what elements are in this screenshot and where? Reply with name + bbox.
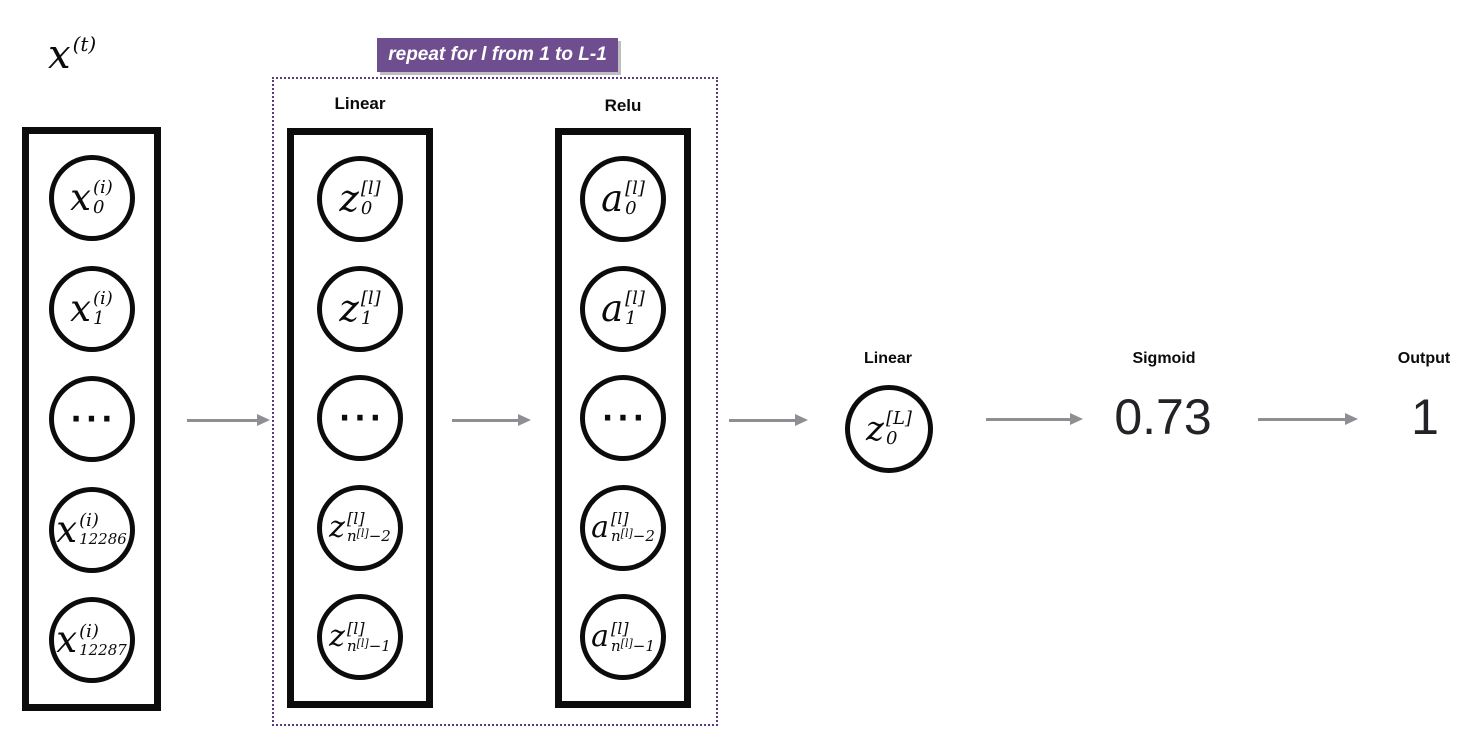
arrow-head bbox=[257, 414, 270, 426]
math-label: a[l]n[l]−2 bbox=[591, 509, 655, 545]
math-label: ··· bbox=[601, 400, 649, 436]
arrow-head bbox=[1070, 413, 1083, 425]
neuron-node: a[l]n[l]−2 bbox=[580, 484, 666, 571]
math-label: x(i)1 bbox=[70, 286, 113, 330]
final-linear-node: z[L]0 bbox=[845, 385, 933, 473]
arrow-head bbox=[795, 414, 808, 426]
linear-layer-label: Linear bbox=[334, 94, 386, 113]
neuron-node: a[l]1 bbox=[580, 265, 666, 352]
arrow-shaft bbox=[452, 418, 519, 422]
arrow-final-to-sigmoid-icon bbox=[986, 412, 1083, 426]
arrow-shaft bbox=[187, 418, 258, 422]
arrow-hidden-to-final-icon bbox=[729, 413, 808, 427]
math-label: z[l]0 bbox=[339, 177, 381, 221]
repeat-banner: repeat for l from 1 to L-1 bbox=[377, 38, 618, 72]
arrow-shaft bbox=[729, 418, 796, 422]
input-vector-title: x(t) bbox=[48, 32, 97, 78]
linear-layer-column: z[l]0 z[l]1 ··· z[l]n[l]−2 z[l]n[l]−1 bbox=[287, 128, 433, 708]
sigmoid-value: 0.73 bbox=[1114, 389, 1212, 445]
ellipsis-node: ··· bbox=[580, 375, 666, 461]
arrow-head bbox=[1345, 413, 1358, 425]
neuron-node: x(i)0 bbox=[48, 155, 135, 241]
arrow-shaft bbox=[1258, 417, 1346, 421]
math-label: x(i)0 bbox=[70, 176, 113, 220]
math-label: x(i)12286 bbox=[56, 507, 127, 551]
math-label: a[l]0 bbox=[601, 177, 645, 221]
math-label: x(i)12287 bbox=[56, 618, 127, 662]
math-label: a[l]1 bbox=[601, 286, 645, 330]
ellipsis-node: ··· bbox=[48, 376, 135, 462]
repeat-block-boundary bbox=[272, 77, 718, 726]
final-linear-label: Linear bbox=[863, 350, 912, 367]
ellipsis-node: ··· bbox=[317, 375, 403, 461]
arrow-linear-to-relu-icon bbox=[452, 413, 531, 427]
neuron-node: a[l]n[l]−1 bbox=[580, 594, 666, 680]
relu-layer-label: Relu bbox=[604, 96, 642, 115]
arrow-shaft bbox=[986, 417, 1071, 421]
sigmoid-label: Sigmoid bbox=[1132, 350, 1196, 367]
arrow-sigmoid-to-output-icon bbox=[1258, 412, 1358, 426]
input-layer-column: x(i)0 x(i)1 ··· x(i)12286 x(i)12287 bbox=[22, 127, 161, 711]
math-label: z[L]0 bbox=[866, 408, 912, 449]
neuron-node: z[l]1 bbox=[317, 265, 403, 352]
neuron-node: z[l]n[l]−2 bbox=[317, 484, 403, 571]
math-label: ··· bbox=[70, 401, 117, 437]
relu-layer-column: a[l]0 a[l]1 ··· a[l]n[l]−2 a[l]n[l]−1 bbox=[555, 128, 691, 708]
arrow-head bbox=[518, 414, 531, 426]
neuron-node: x(i)12286 bbox=[48, 486, 135, 573]
math-label: z[l]n[l]−2 bbox=[329, 509, 391, 545]
math-label: z[l]1 bbox=[339, 286, 381, 330]
neuron-node: z[l]0 bbox=[317, 156, 403, 242]
neuron-node: z[l]n[l]−1 bbox=[317, 594, 403, 680]
output-label: Output bbox=[1397, 350, 1451, 367]
math-label: a[l]n[l]−1 bbox=[591, 618, 655, 655]
math-label: ··· bbox=[338, 400, 386, 436]
math-label: z[l]n[l]−1 bbox=[329, 618, 391, 655]
math-label: x(t) bbox=[48, 32, 97, 78]
neuron-node: x(i)1 bbox=[48, 265, 135, 352]
output-value: 1 bbox=[1411, 389, 1439, 445]
arrow-input-to-hidden-icon bbox=[187, 413, 270, 427]
neuron-node: a[l]0 bbox=[580, 156, 666, 242]
neuron-node: x(i)12287 bbox=[48, 597, 135, 683]
